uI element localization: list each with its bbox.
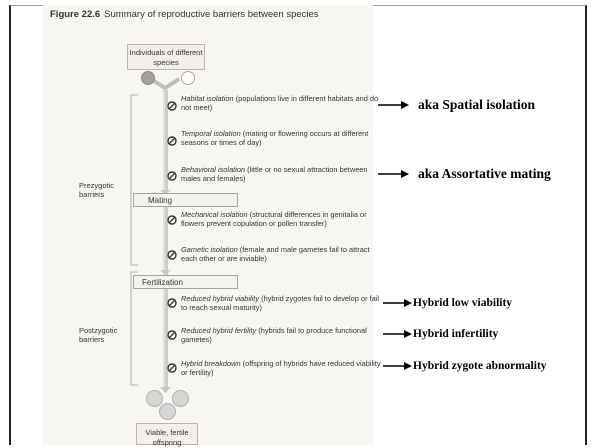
no-entry-icon bbox=[167, 101, 177, 111]
barrier-desc: (structural differences in genitalia or … bbox=[181, 210, 367, 229]
fertilization-label: Fertilization bbox=[142, 277, 183, 287]
annotation-assortative: aka Assortative mating bbox=[378, 166, 551, 182]
annotation-low-viability: Hybrid low viability bbox=[383, 297, 512, 309]
barrier-name: Mechanical isolation bbox=[181, 210, 248, 219]
barrier-hybrid-breakdown: Hybrid breakdown (offspring of hybrids h… bbox=[181, 359, 381, 377]
offspring-circle bbox=[146, 390, 163, 407]
mating-box: Mating bbox=[133, 193, 238, 207]
right-arrow-icon bbox=[383, 330, 412, 338]
end-box-label: Viable, fertile offspring bbox=[145, 428, 189, 447]
annotation-infertility: Hybrid infertility bbox=[383, 328, 498, 340]
flow-arrow-shaft-highlight bbox=[163, 90, 165, 390]
barrier-name: Reduced hybrid fertility bbox=[181, 326, 257, 335]
no-entry-icon bbox=[167, 215, 177, 225]
annotation-spatial-text: aka Spatial isolation bbox=[418, 97, 536, 112]
barrier-gametic: Gametic isolation (female and male gamet… bbox=[181, 245, 381, 263]
offspring-circle bbox=[172, 390, 189, 407]
figure-label: Figure 22.6 bbox=[50, 9, 101, 20]
right-arrow-icon bbox=[378, 101, 409, 109]
start-box: Individuals of different species bbox=[127, 44, 205, 70]
postzygotic-label-text: Postzygotic barriers bbox=[79, 326, 118, 344]
barrier-name: Habitat isolation bbox=[181, 94, 234, 103]
annotation-assortative-text: aka Assortative mating bbox=[418, 166, 551, 181]
figure-panel bbox=[43, 5, 373, 445]
species-circle-a bbox=[141, 71, 155, 85]
barrier-habitat: Habitat isolation (populations live in d… bbox=[181, 94, 381, 112]
offspring-circle bbox=[159, 403, 176, 420]
no-entry-icon bbox=[167, 171, 177, 181]
barrier-name: Temporal isolation bbox=[181, 129, 241, 138]
annotation-zygote: Hybrid zygote abnormality bbox=[383, 360, 547, 372]
right-arrow-icon bbox=[378, 170, 409, 178]
barrier-hybrid-viability: Reduced hybrid viability (hybrid zygotes… bbox=[181, 294, 381, 312]
barrier-name: Reduced hybrid viability bbox=[181, 294, 260, 303]
end-box: Viable, fertile offspring bbox=[136, 423, 198, 447]
barrier-name: Behavioral isolation bbox=[181, 165, 246, 174]
postzygotic-bracket bbox=[130, 271, 138, 386]
barrier-name: Gametic isolation bbox=[181, 245, 238, 254]
barrier-mechanical: Mechanical isolation (structural differe… bbox=[181, 210, 381, 228]
no-entry-icon bbox=[167, 330, 177, 340]
barrier-behavioral: Behavioral isolation (little or no sexua… bbox=[181, 165, 381, 183]
barrier-desc: (hybrids fail to produce functional game… bbox=[181, 326, 367, 345]
no-entry-icon bbox=[167, 136, 177, 146]
annotation-zygote-text: Hybrid zygote abnormality bbox=[413, 360, 547, 372]
fertilization-box: Fertilization bbox=[133, 275, 238, 289]
barrier-desc: (little or no sexual attraction between … bbox=[181, 165, 368, 184]
barrier-desc: (populations live in different habitats … bbox=[181, 94, 379, 113]
no-entry-icon bbox=[167, 298, 177, 308]
figure-title-text: Summary of reproductive barriers between… bbox=[104, 9, 319, 20]
barrier-desc: (mating or flowering occurs at different… bbox=[181, 129, 369, 148]
annotation-spatial: aka Spatial isolation bbox=[378, 97, 535, 113]
right-arrow-icon bbox=[383, 299, 412, 307]
start-box-label: Individuals of different species bbox=[129, 48, 203, 67]
no-entry-icon bbox=[167, 250, 177, 260]
barrier-hybrid-fertility: Reduced hybrid fertility (hybrids fail t… bbox=[181, 326, 381, 344]
barrier-desc: (hybrid zygotes fail to develop or fail … bbox=[181, 294, 380, 313]
no-entry-icon bbox=[167, 363, 177, 373]
barrier-desc: (offspring of hybrids have reduced viabi… bbox=[181, 359, 381, 378]
postzygotic-label: Postzygotic barriers bbox=[79, 326, 133, 344]
barrier-name: Hybrid breakdown bbox=[181, 359, 241, 368]
arrowhead-fertilization bbox=[160, 270, 171, 275]
right-arrow-icon bbox=[383, 362, 412, 370]
annotation-low-viability-text: Hybrid low viability bbox=[413, 297, 513, 309]
arrowhead-mating bbox=[160, 190, 171, 195]
annotation-infertility-text: Hybrid infertility bbox=[413, 328, 499, 340]
prezygotic-bracket bbox=[130, 94, 138, 266]
mating-label: Mating bbox=[148, 195, 173, 205]
arrowhead-end bbox=[160, 387, 171, 393]
prezygotic-label: Prezygotic barriers bbox=[79, 181, 131, 199]
merge-arrow bbox=[149, 77, 181, 91]
prezygotic-label-text: Prezygotic barriers bbox=[79, 181, 115, 199]
barrier-desc: (female and male gametes fail to attract… bbox=[181, 245, 370, 264]
barrier-temporal: Temporal isolation (mating or flowering … bbox=[181, 129, 381, 147]
flow-arrow-shaft bbox=[163, 90, 168, 390]
species-circle-b bbox=[181, 71, 195, 85]
